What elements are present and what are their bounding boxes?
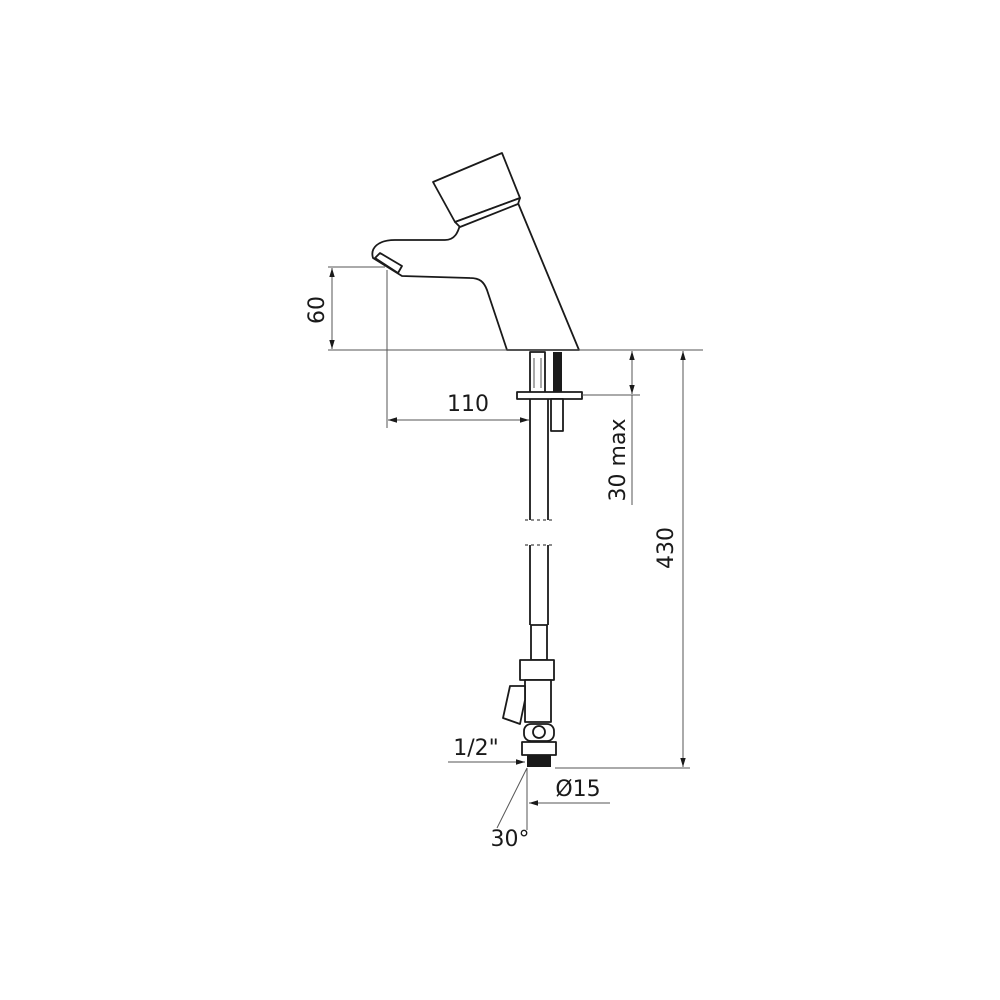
dim-pipe-diameter: Ø15 xyxy=(555,777,600,802)
aerator xyxy=(374,252,403,274)
fixing-plate xyxy=(516,391,583,400)
dim-spout-reach: 110 xyxy=(447,392,489,417)
fixing-parts xyxy=(502,351,583,767)
thread xyxy=(527,755,551,767)
dim-angle: 30° xyxy=(491,827,530,852)
dim-deck-thickness: 30 max xyxy=(606,419,631,502)
threaded-rod xyxy=(553,352,562,394)
faucet-body xyxy=(371,152,580,351)
dimension-lines xyxy=(328,266,703,830)
dim-total-height: 430 xyxy=(654,527,679,569)
valve-lever xyxy=(502,685,526,725)
dim-spout-height: 60 xyxy=(305,296,330,324)
dim-thread: 1/2" xyxy=(453,736,499,761)
